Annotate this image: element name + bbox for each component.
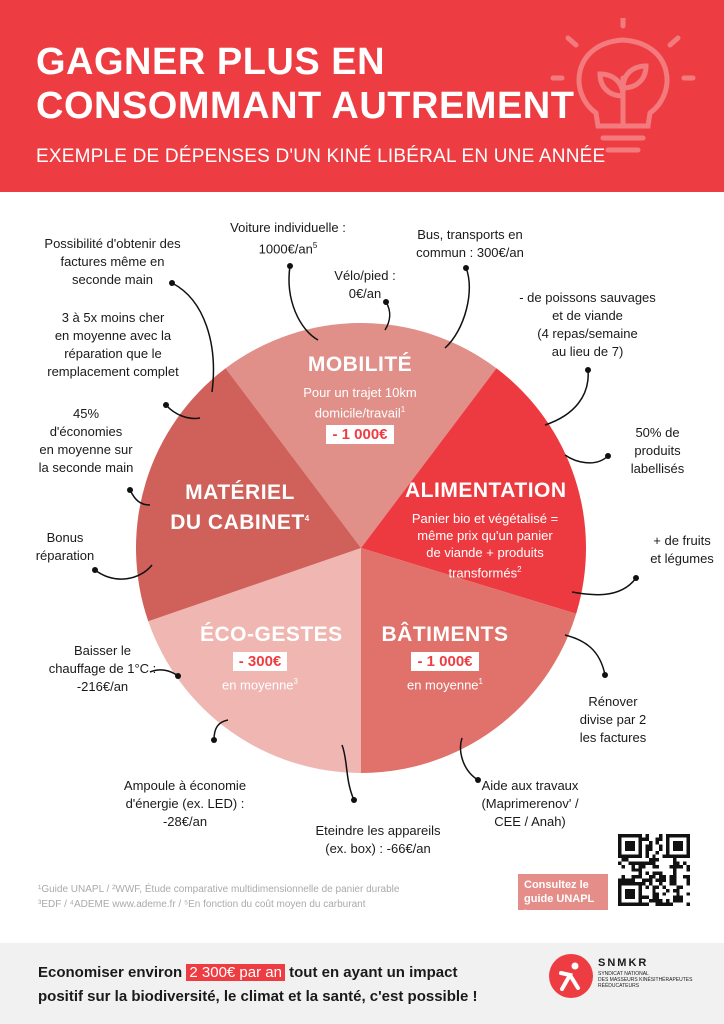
consult-guide-button[interactable]: Consultez le guide UNAPL > bbox=[518, 874, 608, 919]
slice-label-eco-gestes: ÉCO-GESTES - 300€ en moyenne3 bbox=[200, 623, 343, 693]
leader-dots bbox=[92, 263, 639, 803]
callout-velo: Vélo/pied :0€/an bbox=[334, 268, 396, 301]
page-subtitle: EXEMPLE DE DÉPENSES D'UN KINÉ LIBÉRAL EN… bbox=[36, 146, 606, 167]
logo-name: SNMKR bbox=[598, 957, 649, 969]
slice-alimentation bbox=[361, 368, 586, 614]
snmkr-logo-icon bbox=[549, 954, 593, 998]
footer-message: Economiser environ 2 300€ par an tout en… bbox=[38, 964, 478, 1005]
slice-label-alimentation: ALIMENTATION Panier bio et végétalisé =m… bbox=[405, 479, 567, 581]
callout-aide: Aide aux travaux(Maprimerenov' /CEE / An… bbox=[481, 778, 579, 829]
lightbulb-plant-icon bbox=[550, 18, 696, 153]
callout-voiture: Voiture individuelle :1000€/an5 bbox=[230, 220, 346, 257]
callout-eteindre: Eteindre les appareils(ex. box) : -66€/a… bbox=[315, 823, 441, 856]
slice-label-batiments: BÂTIMENTS - 1 000€ en moyenne1 bbox=[381, 623, 509, 693]
savings-highlight: 2 300€ par an bbox=[186, 964, 285, 981]
qr-code[interactable] bbox=[618, 834, 690, 906]
footer-banner: Economiser environ 2 300€ par an tout en… bbox=[0, 943, 724, 1024]
footnotes: ¹Guide UNAPL / ²WWF, Étude comparative m… bbox=[38, 884, 400, 910]
slice-materiel bbox=[135, 368, 361, 622]
